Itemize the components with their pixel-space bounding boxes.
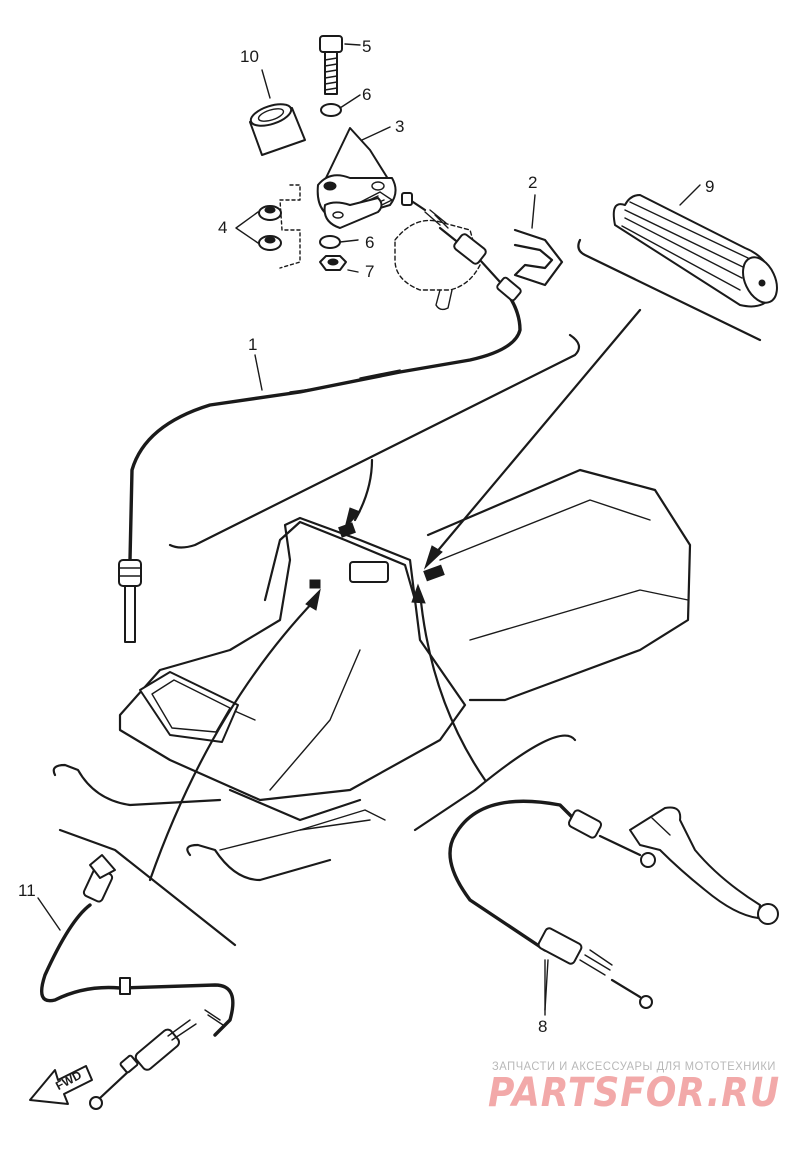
choke-cable-part-11 [40, 828, 237, 1110]
pointer-arrows [148, 308, 642, 882]
callout-6-lower: 6 [365, 233, 374, 252]
washer-part-6-top [320, 103, 342, 117]
callout-3: 3 [395, 117, 404, 136]
watermark: ЗАПЧАСТИ И АКСЕССУАРЫ ДЛЯ МОТОТЕХНИКИ PA… [488, 1059, 780, 1116]
callout-7: 7 [365, 262, 374, 281]
throttle-cable-part-1 [118, 276, 581, 643]
callout-8: 8 [538, 1017, 547, 1036]
callout-6-top: 6 [362, 85, 371, 104]
handlebar-detail [309, 522, 445, 589]
spring-clip-part-2 [513, 228, 564, 287]
callout-10: 10 [240, 47, 259, 66]
callout-leaders [37, 43, 701, 1016]
watermark-tagline: ЗАПЧАСТИ И АКСЕССУАРЫ ДЛЯ МОТОТЕХНИКИ [492, 1059, 776, 1073]
callout-1: 1 [248, 335, 257, 354]
bolt-part-5 [319, 35, 343, 95]
snowmobile-body [52, 468, 692, 882]
nut-part-4 [258, 205, 282, 251]
callout-labels: 10 5 6 3 4 6 7 2 9 1 8 11 [18, 37, 714, 1036]
throttle-housing-assembly [249, 35, 502, 311]
grip-part-9 [577, 194, 778, 342]
callout-11: 11 [18, 881, 36, 900]
callout-5: 5 [362, 37, 371, 56]
collar-part-10 [249, 103, 306, 156]
watermark-brand: PARTSFOR.RU [488, 1070, 780, 1116]
brake-lever [629, 806, 779, 925]
washer-part-6-lower [319, 235, 341, 249]
throttle-housing-part-3 [316, 127, 397, 229]
callout-4: 4 [218, 218, 227, 237]
nut-part-7 [319, 255, 347, 271]
callout-9: 9 [705, 177, 714, 196]
callout-2: 2 [528, 173, 537, 192]
brake-cable-part-8 [413, 734, 656, 1011]
forward-direction-arrow: FWD [29, 1065, 93, 1105]
